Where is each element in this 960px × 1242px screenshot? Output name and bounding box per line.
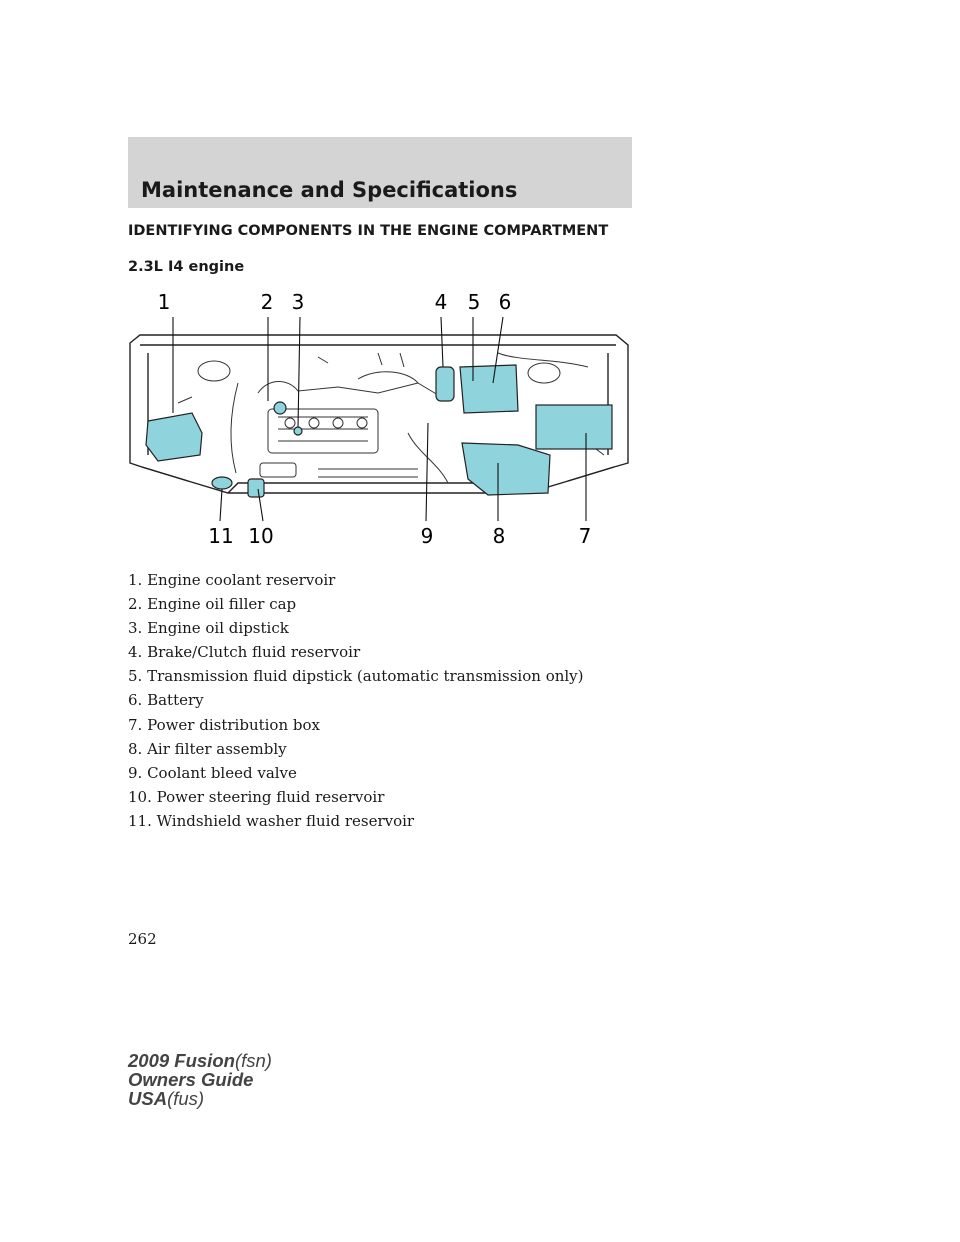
- air-filter-shape: [461, 442, 551, 496]
- component-legend: 1. Engine coolant reservoir 2. Engine oi…: [128, 568, 584, 833]
- footer-market-code: (fus): [167, 1088, 205, 1109]
- footer-model-code: (fsn): [234, 1050, 272, 1071]
- callout-leader-lines: [172, 316, 587, 522]
- legend-item: 2. Engine oil filler cap: [128, 595, 297, 614]
- legend-item: 8. Air filter assembly: [128, 739, 287, 758]
- callout-8: 8: [493, 524, 506, 548]
- battery-shape: [459, 364, 519, 414]
- callout-3: 3: [292, 290, 305, 314]
- engine-compartment-diagram: 1 2 3 4 5 6 7 8 9 10 11: [129, 290, 629, 548]
- footer-model: 2009 Fusion: [128, 1050, 235, 1071]
- footer-market: USA: [128, 1088, 168, 1109]
- callout-7: 7: [579, 524, 592, 548]
- legend-item: 3. Engine oil dipstick: [128, 619, 289, 638]
- coolant-reservoir-shape: [145, 412, 203, 462]
- legend-item: 7. Power distribution box: [128, 715, 320, 734]
- legend-item: 6. Battery: [128, 691, 204, 710]
- legend-item: 10. Power steering fluid reservoir: [128, 787, 385, 806]
- callout-2: 2: [261, 290, 274, 314]
- section-title: IDENTIFYING COMPONENTS IN THE ENGINE COM…: [128, 223, 609, 239]
- header-band: [128, 137, 632, 208]
- oil-filler-cap-shape: [273, 401, 287, 415]
- document-footer: 2009 Fusion(fsn) Owners Guide USA(fus): [128, 1051, 272, 1108]
- callout-labels: 1 2 3 4 5 6 7 8 9 10 11: [158, 290, 592, 548]
- callout-6: 6: [499, 290, 512, 314]
- page-header-title: Maintenance and Specifications: [141, 178, 518, 202]
- callout-5: 5: [468, 290, 481, 314]
- highlighted-components: [145, 364, 613, 498]
- oil-dipstick-shape: [293, 426, 303, 436]
- power-steering-reservoir-shape: [247, 478, 265, 498]
- legend-item: 4. Brake/Clutch fluid reservoir: [128, 643, 361, 662]
- footer-guide: Owners Guide: [128, 1069, 254, 1090]
- callout-11: 11: [208, 524, 233, 548]
- page-number: 262: [128, 930, 157, 948]
- legend-item: 9. Coolant bleed valve: [128, 763, 297, 782]
- engine-subtitle: 2.3L I4 engine: [128, 259, 245, 275]
- legend-item: 5. Transmission fluid dipstick (automati…: [128, 667, 584, 686]
- legend-item: 11. Windshield washer fluid reservoir: [128, 811, 415, 830]
- engine-detail-lines: [158, 352, 605, 484]
- washer-reservoir-cap-shape: [211, 476, 233, 490]
- callout-4: 4: [435, 290, 448, 314]
- legend-item: 1. Engine coolant reservoir: [128, 571, 336, 589]
- callout-10: 10: [248, 524, 273, 548]
- callout-9: 9: [421, 524, 434, 548]
- callout-1: 1: [158, 290, 171, 314]
- power-distribution-box-shape: [535, 404, 613, 450]
- brake-fluid-reservoir-shape: [435, 366, 455, 402]
